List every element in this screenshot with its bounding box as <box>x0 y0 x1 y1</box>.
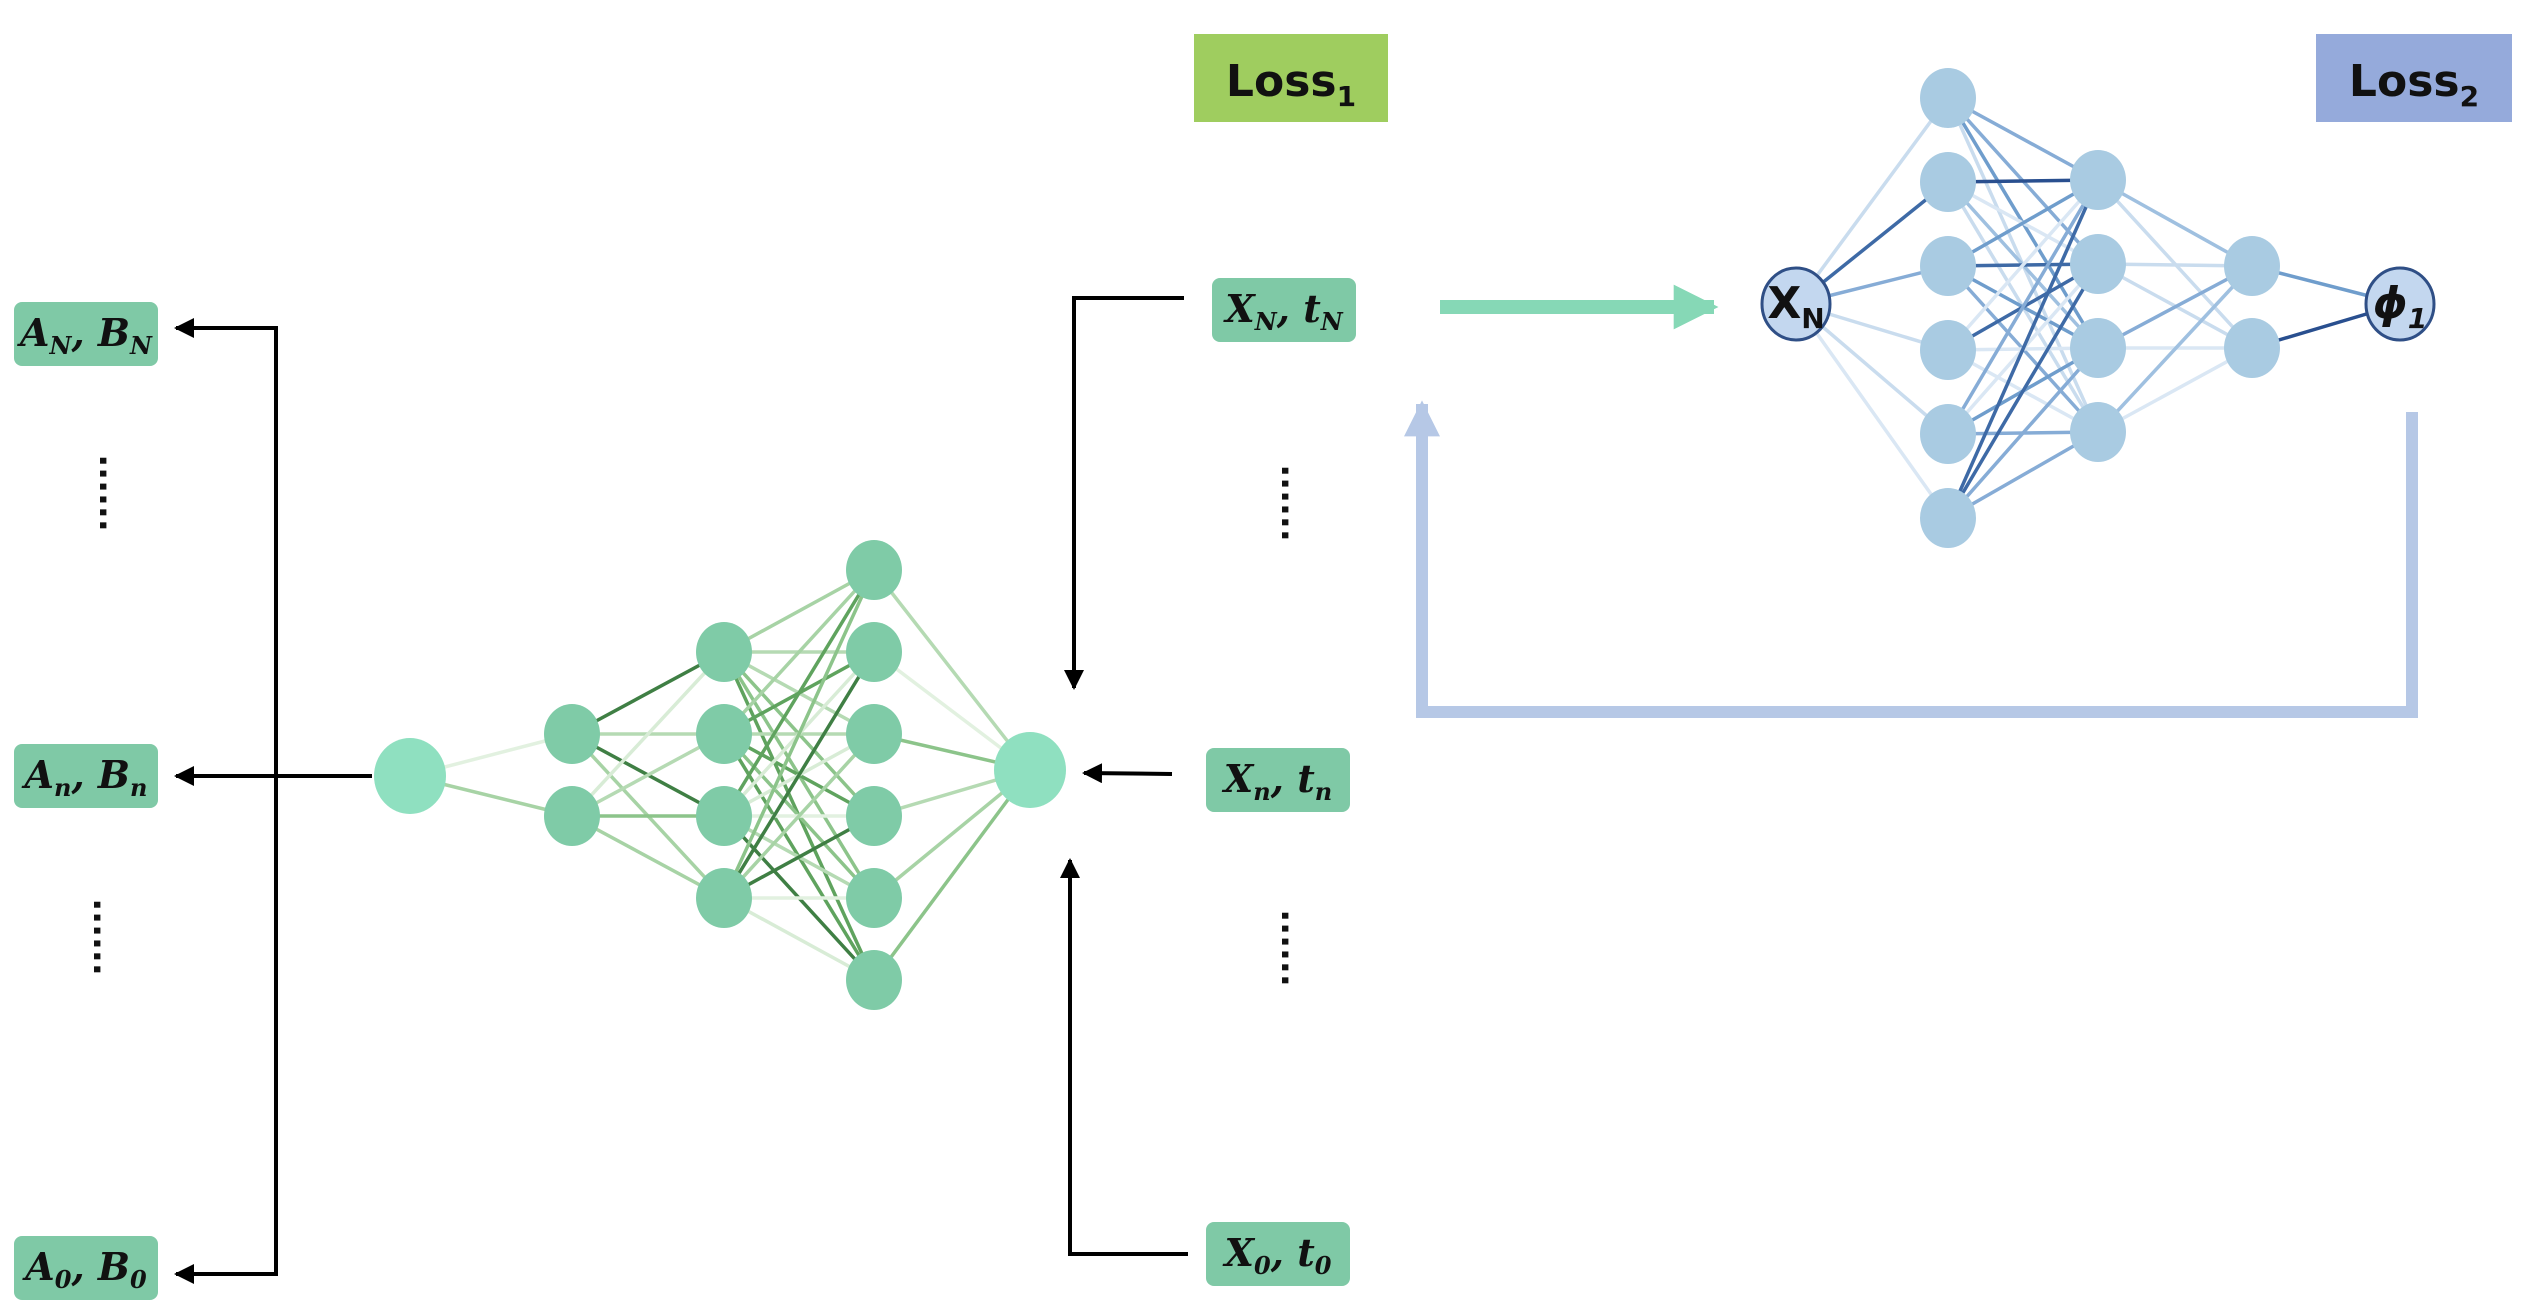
blue-edge <box>1946 179 2100 519</box>
loss1-subscript: 1 <box>1337 80 1356 113</box>
output-label-n: An, Bn <box>14 744 158 808</box>
output-bracket-arrows <box>174 318 372 1284</box>
green-node <box>696 622 752 682</box>
blue-edge <box>1947 178 2099 268</box>
feedback-loop-arrow <box>1404 400 2418 718</box>
green-edge <box>571 650 725 736</box>
blue-input-node-label: XN <box>1767 278 1824 335</box>
arrow-from-input-N <box>1064 296 1184 690</box>
green-edge <box>723 568 875 654</box>
green-node <box>544 786 600 846</box>
svg-text:A0, B0: A0, B0 <box>22 1244 147 1294</box>
svg-text:Loss1: Loss1 <box>1226 56 1356 113</box>
blue-node <box>2224 318 2280 378</box>
svg-text:XN, tN: XN, tN <box>1223 286 1343 336</box>
blue-node <box>1920 236 1976 296</box>
green-node <box>846 868 902 928</box>
green-edge <box>722 569 876 817</box>
green-network-nodes <box>374 540 1066 1010</box>
svg-text:An, Bn: An, Bn <box>22 752 148 802</box>
arrow-from-input-n <box>1082 763 1173 784</box>
green-node <box>846 540 902 600</box>
blue-node <box>2070 150 2126 210</box>
green-node <box>696 868 752 928</box>
green-node <box>846 704 902 764</box>
green-node <box>696 786 752 846</box>
blue-io-node <box>1760 266 1832 342</box>
ellipsis-left-lower: ...... <box>85 898 125 976</box>
green-edge <box>723 896 875 982</box>
green-io-node <box>374 738 446 814</box>
blue-node <box>2070 234 2126 294</box>
green-edge <box>570 650 726 818</box>
blue-edge <box>2097 264 2253 350</box>
ellipsis-left-upper: ...... <box>91 454 131 532</box>
green-edge <box>872 768 1032 982</box>
arrow-from-input-0 <box>1060 858 1188 1256</box>
svg-text:AN, BN: AN, BN <box>17 310 153 360</box>
input-label-0: X0, t0 <box>1206 1222 1350 1286</box>
blue-edge <box>1947 96 2099 182</box>
input-label-N: XN, tN <box>1212 278 1356 342</box>
blue-node <box>1920 404 1976 464</box>
blue-edge <box>1794 302 1950 520</box>
loss2-subscript: 2 <box>2460 80 2479 113</box>
green-edge <box>722 732 876 900</box>
green-io-node <box>994 732 1066 808</box>
green-node <box>846 950 902 1010</box>
blue-neural-network: XN ϕ1 <box>1760 68 2436 548</box>
green-node <box>696 704 752 764</box>
input-bracket-arrows <box>1060 296 1188 1256</box>
blue-edge <box>1946 346 2100 520</box>
green-edge <box>872 568 1032 772</box>
blue-edge <box>1946 179 2100 435</box>
blue-node <box>1920 320 1976 380</box>
blue-edge <box>1947 430 2099 520</box>
blue-output-node-label: ϕ1 <box>2373 278 2428 335</box>
svg-text:Xn, tn: Xn, tn <box>1222 756 1332 806</box>
output-label-0: A0, B0 <box>14 1236 158 1300</box>
svg-text:X0, t0: X0, t0 <box>1223 1230 1332 1280</box>
ellipsis-right-upper: ...... <box>1273 464 1313 542</box>
input-label-n: Xn, tn <box>1206 748 1350 812</box>
svg-text:Loss2: Loss2 <box>2349 56 2479 113</box>
green-edge <box>571 814 725 900</box>
blue-network-nodes <box>1760 68 2436 548</box>
arrow-to-output-0 <box>174 776 278 1284</box>
blue-edge <box>1946 263 2100 519</box>
blue-node <box>1920 152 1976 212</box>
ellipsis-right-lower: ...... <box>1273 909 1313 987</box>
green-edge <box>722 569 876 899</box>
green-edge <box>571 732 725 818</box>
blue-edge <box>2096 264 2254 434</box>
blue-node <box>2224 236 2280 296</box>
blue-edge <box>1946 178 2100 352</box>
green-node <box>846 786 902 846</box>
blue-node <box>2070 402 2126 462</box>
green-edge <box>722 568 876 736</box>
blue-node <box>1920 68 1976 128</box>
blue-edge <box>2097 346 2253 434</box>
arrow-to-output-N <box>174 318 278 776</box>
green-node <box>846 622 902 682</box>
output-label-N: AN, BN <box>14 302 158 366</box>
green-edge <box>722 651 876 899</box>
blue-edge <box>1794 96 1950 306</box>
green-neural-network <box>374 540 1066 1010</box>
loss2-box: Loss2 <box>2316 34 2512 122</box>
loss2-label: Loss <box>2349 56 2460 107</box>
green-edge <box>723 814 875 900</box>
green-node <box>544 704 600 764</box>
blue-node <box>1920 488 1976 548</box>
blue-node <box>2070 318 2126 378</box>
blue-io-node <box>2364 266 2436 342</box>
blue-edge <box>2097 178 2253 268</box>
loss1-label: Loss <box>1226 56 1337 107</box>
loss1-box: Loss1 <box>1194 34 1388 122</box>
